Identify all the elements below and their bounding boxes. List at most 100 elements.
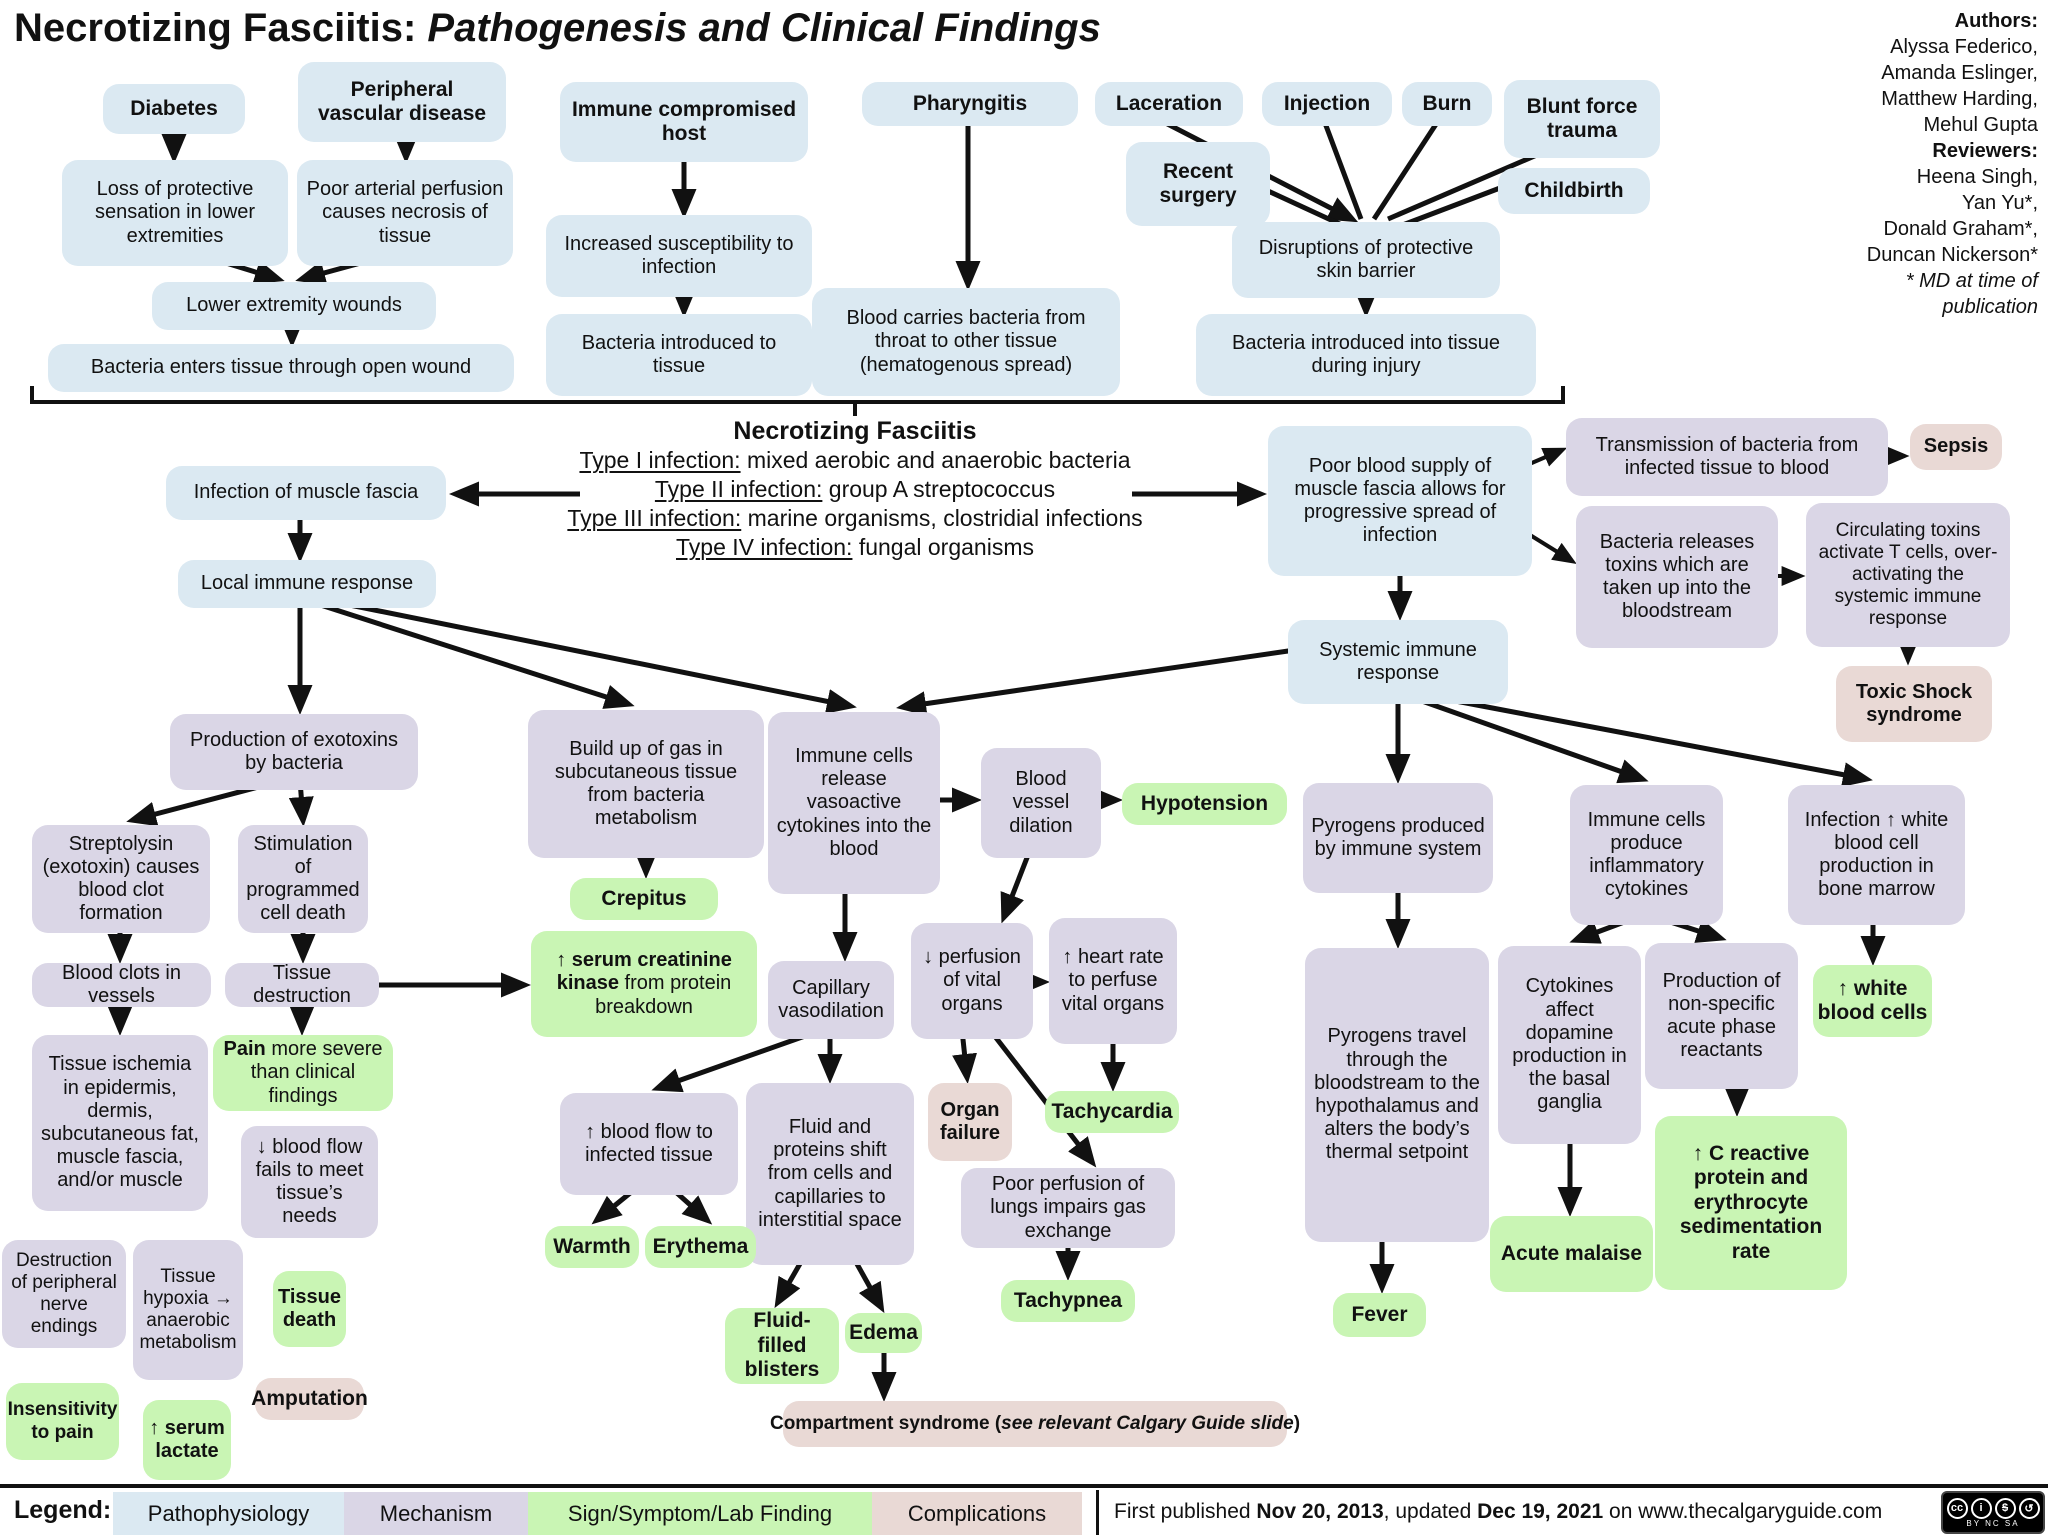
reviewer: Heena Singh,: [1916, 166, 2038, 188]
node-pharyngitis: Pharyngitis: [862, 82, 1078, 126]
node-tachycardia: Tachycardia: [1045, 1091, 1179, 1133]
legend-pathophysiology-label: Pathophysiology: [147, 1500, 310, 1526]
reviewers-label: Reviewers:: [1932, 140, 2038, 162]
pub-pre: First published: [1114, 1500, 1257, 1523]
author: Matthew Harding,: [1881, 88, 2038, 110]
author: Alyssa Federico,: [1890, 36, 2038, 58]
publication-info: First published Nov 20, 2013, updated De…: [1114, 1500, 1934, 1524]
node-blood-flow-infected: ↑ blood flow to infected tissue: [560, 1093, 738, 1195]
page-title-plain: Necrotizing Fasciitis:: [14, 6, 428, 50]
node-recent-surgery: Recent surgery: [1126, 142, 1270, 226]
node-capillary-vasodilation: Capillary vasodilation: [768, 961, 894, 1039]
node-bacteria-during-injury: Bacteria introduced into tissue during i…: [1196, 314, 1536, 396]
node-serum-lactate: ↑ serum lactate: [143, 1400, 231, 1480]
pub-date-first: Nov 20, 2013: [1256, 1500, 1384, 1523]
node-local-immune-response: Local immune response: [178, 560, 436, 608]
credits-footnote: publication: [1942, 296, 2038, 318]
compartment-text: Compartment syndrome (: [769, 1412, 1002, 1434]
node-streptolysin: Streptolysin (exotoxin) causes blood clo…: [32, 825, 210, 933]
node-organ-failure: Organ failure: [928, 1083, 1012, 1161]
cc-license-badge: cc i $ ↺ BY NC SA: [1941, 1491, 2045, 1534]
node-blood-vessel-dilation: Blood vessel dilation: [981, 748, 1101, 858]
node-fluid-protein-shift: Fluid and proteins shift from cells and …: [746, 1083, 914, 1265]
node-poor-lung-perfusion: Poor perfusion of lungs impairs gas exch…: [961, 1168, 1175, 1248]
node-bacteria-introduced-tissue: Bacteria introduced to tissue: [546, 314, 812, 396]
node-warmth: Warmth: [545, 1226, 639, 1268]
legend-pathophysiology: Pathophysiology: [113, 1492, 344, 1535]
node-peripheral-vascular-disease: Peripheral vascular disease: [298, 62, 506, 142]
node-injection: Injection: [1262, 82, 1392, 126]
node-hypotension: Hypotension: [1122, 783, 1287, 825]
node-blunt-force-trauma: Blunt force trauma: [1504, 80, 1660, 158]
group-bracket: [30, 386, 1565, 404]
cc-sa-icon: ↺: [2018, 1497, 2040, 1519]
nf-type-4: Type IV infection: fungal organisms: [567, 533, 1142, 562]
node-bacteria-releases-toxins: Bacteria releases toxins which are taken…: [1576, 506, 1778, 648]
node-erythema: Erythema: [645, 1226, 756, 1268]
node-gas-buildup: Build up of gas in subcutaneous tissue f…: [528, 710, 764, 858]
cc-by-icon: i: [1970, 1497, 1992, 1519]
node-circulating-toxins: Circulating toxins activate T cells, ove…: [1806, 503, 2010, 647]
serum-ck-bold: ↑ serum creatinine kinase: [556, 949, 732, 995]
legend-complications-label: Complications: [907, 1500, 1047, 1526]
credits-block: Authors: Alyssa Federico, Amanda Eslinge…: [1867, 8, 2038, 320]
nf-type-2-rest: group A streptococcus: [822, 476, 1056, 502]
node-toxic-shock-syndrome: Toxic Shock syndrome: [1836, 666, 1992, 742]
node-transmission-to-blood: Transmission of bacteria from infected t…: [1566, 418, 1888, 496]
node-wbc-production: Infection ↑ white blood cell production …: [1788, 785, 1965, 925]
nf-type-2-term: Type II infection:: [654, 476, 823, 502]
nf-type-2: Type II infection: group A streptococcus: [567, 475, 1142, 504]
nf-type-3-rest: marine organisms, clostridial infections: [741, 505, 1143, 531]
authors-label: Authors:: [1954, 10, 2038, 32]
node-immune-compromised-host: Immune compromised host: [560, 82, 808, 162]
node-low-perfusion-vital-organs: ↓ perfusion of vital organs: [911, 923, 1033, 1039]
legend-label: Legend:: [14, 1496, 112, 1524]
nf-type-3-term: Type III infection:: [567, 505, 742, 531]
node-systemic-immune-response: Systemic immune response: [1288, 620, 1508, 704]
node-insensitivity-to-pain: Insensitivity to pain: [6, 1383, 119, 1460]
node-poor-blood-supply: Poor blood supply of muscle fascia allow…: [1268, 426, 1532, 576]
pain-bold: Pain: [223, 1038, 266, 1061]
node-pyrogens-produced: Pyrogens produced by immune system: [1303, 783, 1493, 893]
node-exotoxin-production: Production of exotoxins by bacteria: [170, 714, 418, 790]
nf-types-block: Necrotizing Fasciitis Type I infection: …: [567, 416, 1142, 562]
node-tachypnea: Tachypnea: [1001, 1280, 1135, 1322]
node-edema: Edema: [845, 1313, 922, 1353]
node-bacteria-open-wound: Bacteria enters tissue through open woun…: [48, 344, 514, 392]
node-skin-barrier-disruption: Disruptions of protective skin barrier: [1232, 222, 1500, 298]
node-fever: Fever: [1333, 1293, 1426, 1337]
legend-sign-symptom: Sign/Symptom/Lab Finding: [528, 1492, 872, 1535]
reviewer: Yan Yu*,: [1962, 192, 2038, 214]
node-compartment-syndrome: Compartment syndrome (see relevant Calga…: [770, 1401, 1300, 1447]
node-white-blood-cells: ↑ white blood cells: [1813, 965, 1932, 1037]
compartment-italic: see relevant Calgary Guide slide: [1001, 1412, 1294, 1434]
node-serum-creatinine-kinase: ↑ serum creatinine kinase from protein b…: [531, 931, 757, 1037]
cc-nc-icon: $: [1994, 1497, 2016, 1519]
node-crepitus: Crepitus: [570, 878, 718, 920]
reviewer: Duncan Nickerson*: [1866, 244, 2038, 266]
page-title: Necrotizing Fasciitis: Pathogenesis and …: [14, 6, 1101, 51]
node-blood-flow-fails: ↓ blood flow fails to meet tissue’s need…: [241, 1126, 378, 1238]
nf-type-1: Type I infection: mixed aerobic and anae…: [567, 446, 1142, 475]
cc-caption: BY NC SA: [1966, 1518, 2020, 1528]
node-increased-susceptibility: Increased susceptibility to infection: [546, 215, 812, 297]
legend-complications: Complications: [872, 1492, 1082, 1535]
node-crp-esr: ↑ C reactive protein and erythrocyte sed…: [1655, 1116, 1847, 1290]
nf-type-4-rest: fungal organisms: [852, 534, 1034, 560]
cc-icon: cc: [1946, 1497, 1968, 1519]
node-pyrogens-travel: Pyrogens travel through the bloodstream …: [1305, 948, 1489, 1242]
node-tissue-death: Tissue death: [273, 1271, 346, 1347]
node-hematogenous-spread: Blood carries bacteria from throat to ot…: [812, 288, 1120, 396]
nf-type-1-rest: mixed aerobic and anaerobic bacteria: [740, 447, 1131, 473]
nf-type-3: Type III infection: marine organisms, cl…: [567, 504, 1142, 533]
node-childbirth: Childbirth: [1498, 168, 1650, 214]
node-acute-malaise: Acute malaise: [1490, 1216, 1653, 1292]
node-acute-phase-reactants: Production of non-specific acute phase r…: [1645, 943, 1798, 1089]
legend-sign-symptom-label: Sign/Symptom/Lab Finding: [567, 1500, 833, 1526]
author: Amanda Eslinger,: [1881, 62, 2038, 84]
node-cytokines-dopamine: Cytokines affect dopamine production in …: [1498, 946, 1641, 1144]
reviewer: Donald Graham*,: [1883, 218, 2038, 240]
nf-type-1-term: Type I infection:: [579, 447, 741, 473]
node-infection-muscle-fascia: Infection of muscle fascia: [166, 466, 446, 520]
